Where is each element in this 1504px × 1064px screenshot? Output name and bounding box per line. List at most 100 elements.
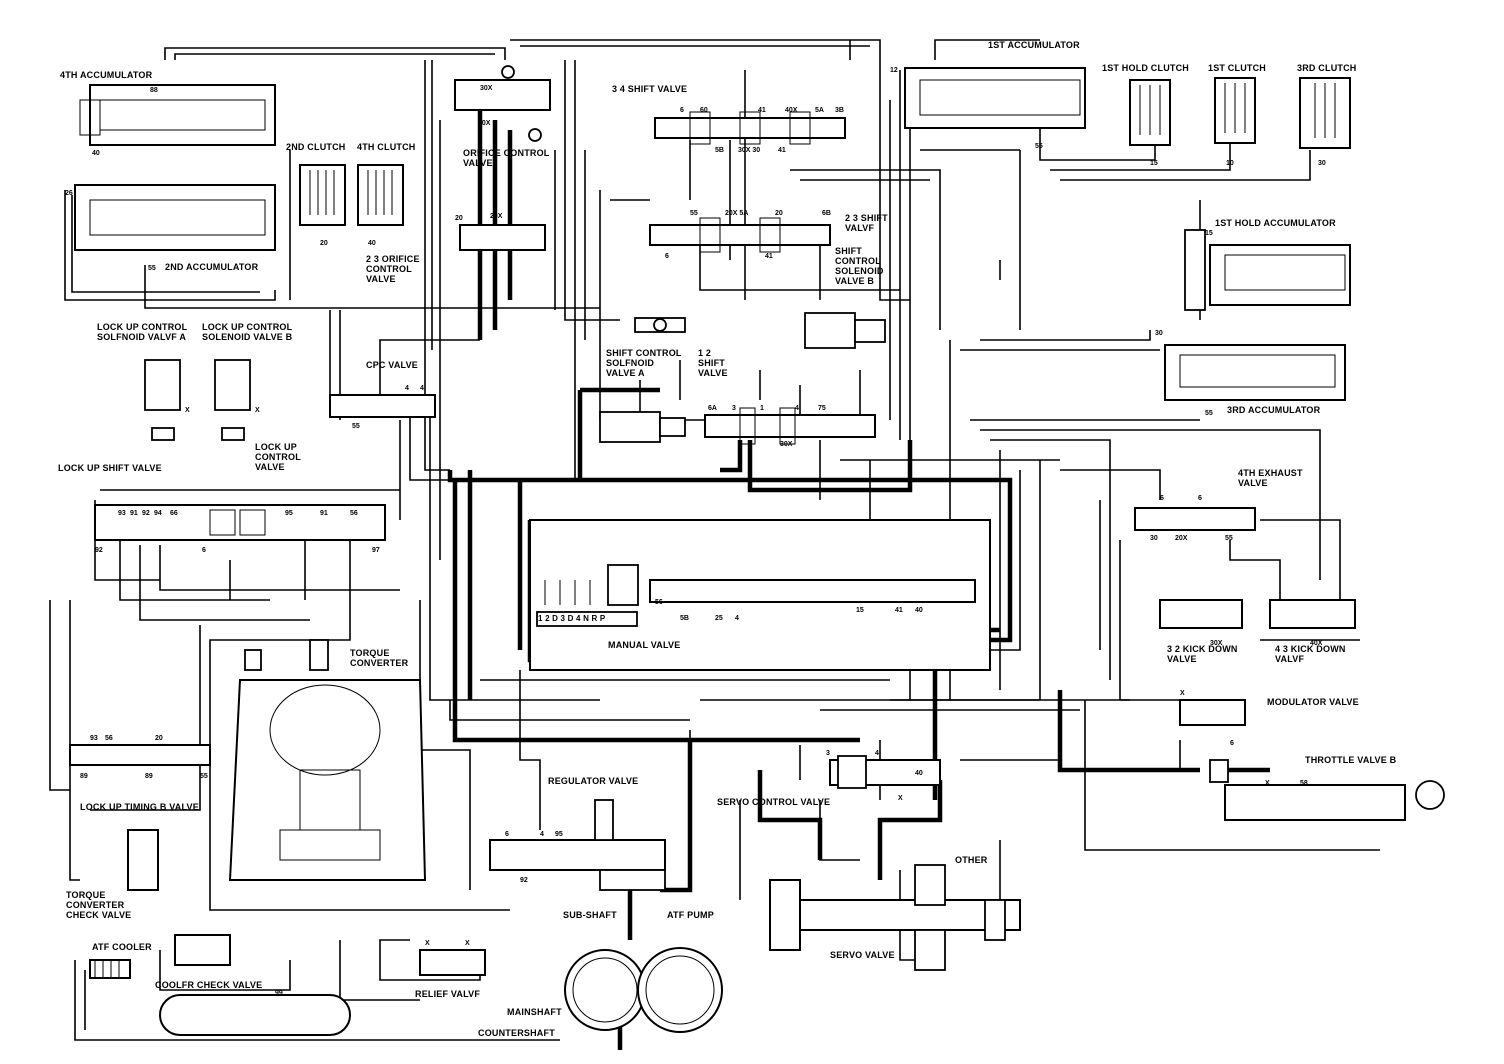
svg-text:5B: 5B <box>715 147 724 154</box>
label-2nd-clutch: 2ND CLUTCH <box>286 142 346 152</box>
svg-text:15: 15 <box>1205 230 1213 237</box>
svg-text:41: 41 <box>765 253 773 260</box>
svg-text:4: 4 <box>405 385 409 392</box>
svg-text:4: 4 <box>795 405 799 412</box>
converter-check-valve <box>127 829 159 891</box>
label-1st-accumulator: 1ST ACCUMULATOR <box>988 40 1080 50</box>
label-cooler-check-valve: COOLFR CHECK VALVE <box>155 980 263 990</box>
svg-text:X: X <box>255 407 260 414</box>
svg-text:4: 4 <box>540 831 544 838</box>
svg-text:55: 55 <box>200 773 208 780</box>
svg-text:56: 56 <box>350 510 358 517</box>
label-3rd-accumulator: 3RD ACCUMULATOR <box>1227 405 1321 415</box>
svg-text:30X: 30X <box>780 441 793 448</box>
svg-text:X: X <box>898 795 903 802</box>
label-3-4-shift-valve: 3 4 SHIFT VALVE <box>612 84 688 94</box>
svg-text:X: X <box>425 940 430 947</box>
svg-text:15: 15 <box>1150 160 1158 167</box>
modulator-valve: X6 <box>1179 690 1246 747</box>
svg-text:88: 88 <box>150 87 158 94</box>
label-3-2-kickdown-valve: 3 2 KICK DOWN VALVE <box>1167 644 1238 664</box>
svg-text:41: 41 <box>758 107 766 114</box>
torque-converter <box>228 639 427 881</box>
clutch-4th: 40 <box>357 164 404 247</box>
label-atf-pump: ATF PUMP <box>667 910 714 920</box>
oil-reservoir: 99 <box>159 990 351 1036</box>
label-torque-converter: TORQUE CONVERTER <box>350 648 409 668</box>
svg-text:92: 92 <box>95 547 103 554</box>
label-4th-exhaust-valve: 4TH EXHAUST VALVE <box>1238 468 1303 488</box>
label-1st-hold-accumulator: 1ST HOLD ACCUMULATOR <box>1215 218 1336 228</box>
svg-text:55: 55 <box>1205 410 1213 417</box>
label-torque-converter-check-valve: TORQUE CONVERTER CHECK VALVE <box>66 890 132 920</box>
label-manual-valve: MANUAL VALVE <box>608 640 681 650</box>
svg-text:6A: 6A <box>708 405 717 412</box>
label-2nd-accumulator: 2ND ACCUMULATOR <box>165 262 259 272</box>
svg-text:4: 4 <box>735 615 739 622</box>
manual-position-indicator: 1 2 D 3 D 4 N R P <box>538 614 606 623</box>
svg-text:20: 20 <box>320 240 328 247</box>
label-4th-clutch: 4TH CLUTCH <box>357 142 416 152</box>
label-atf-cooler: ATF COOLER <box>92 942 152 952</box>
kickdown-valve-32: 30X <box>1159 599 1243 647</box>
svg-text:30X: 30X <box>1210 640 1223 647</box>
svg-text:89: 89 <box>145 773 153 780</box>
svg-text:40X: 40X <box>785 107 798 114</box>
label-orifice-control-valve: ORIFICE CONTROL VALVE <box>463 148 550 168</box>
svg-text:3: 3 <box>732 405 736 412</box>
svg-text:12: 12 <box>890 67 898 74</box>
label-sub-shaft: SUB-SHAFT <box>563 910 617 920</box>
svg-text:55: 55 <box>148 265 156 272</box>
svg-text:40: 40 <box>915 607 923 614</box>
svg-text:20X 5A: 20X 5A <box>725 210 748 217</box>
svg-text:30: 30 <box>1318 160 1326 167</box>
svg-text:66: 66 <box>170 510 178 517</box>
svg-text:20: 20 <box>155 735 163 742</box>
svg-text:40: 40 <box>92 150 100 157</box>
atf-pump <box>564 947 723 1033</box>
svg-text:20: 20 <box>455 215 463 222</box>
svg-text:93: 93 <box>118 510 126 517</box>
accumulator-3rd: 30 55 <box>1155 330 1346 417</box>
svg-text:26: 26 <box>65 190 73 197</box>
solenoid-valve-a <box>599 411 686 443</box>
label-regulator-valve: REGULATOR VALVE <box>548 776 639 786</box>
atf-cooler <box>89 959 131 979</box>
svg-text:94: 94 <box>154 510 162 517</box>
svg-text:30: 30 <box>1155 330 1163 337</box>
label-throttle-valve-b: THROTTLE VALVE B <box>1305 755 1397 765</box>
label-1st-clutch: 1ST CLUTCH <box>1208 63 1266 73</box>
svg-text:20X: 20X <box>1175 535 1188 542</box>
svg-text:55: 55 <box>1035 143 1043 150</box>
clutch-1st-hold: 15 <box>1129 79 1171 167</box>
label-lockup-control-valve: LOCK UP CONTROL VALVE <box>255 442 301 472</box>
label-shift-control-solenoid-b: SHIFT CONTROL SOLENOID VALVE B <box>835 246 884 286</box>
svg-text:97: 97 <box>372 547 380 554</box>
label-servo-valve: SERVO VALVE <box>830 950 895 960</box>
solenoid-valve-b <box>804 312 886 349</box>
svg-text:20X: 20X <box>490 213 503 220</box>
label-lockup-solenoid-b: LOCK UP CONTROL SOLENOID VALVE B <box>202 322 293 342</box>
svg-text:55: 55 <box>690 210 698 217</box>
svg-text:41: 41 <box>895 607 903 614</box>
label-lockup-timing-b-valve: LOCK UP TIMING B VALVE <box>80 802 199 812</box>
label-servo-control-valve: SERVO CONTROL VALVE <box>717 797 831 807</box>
label-shift-control-solenoid-a: SHIFT CONTROL SOLFNOID VALVE A <box>606 348 682 378</box>
svg-text:30X 30: 30X 30 <box>738 147 760 154</box>
svg-text:55: 55 <box>1225 535 1233 542</box>
svg-text:X: X <box>465 940 470 947</box>
svg-text:X: X <box>1265 780 1270 787</box>
label-3rd-clutch: 3RD CLUTCH <box>1297 63 1357 73</box>
lockup-solenoid-b: X <box>214 359 260 441</box>
svg-text:58: 58 <box>1300 780 1308 787</box>
svg-text:91: 91 <box>320 510 328 517</box>
svg-text:4: 4 <box>875 750 879 757</box>
clutch-1st: 10 <box>1214 77 1256 167</box>
svg-text:6: 6 <box>202 547 206 554</box>
svg-text:6: 6 <box>1230 740 1234 747</box>
